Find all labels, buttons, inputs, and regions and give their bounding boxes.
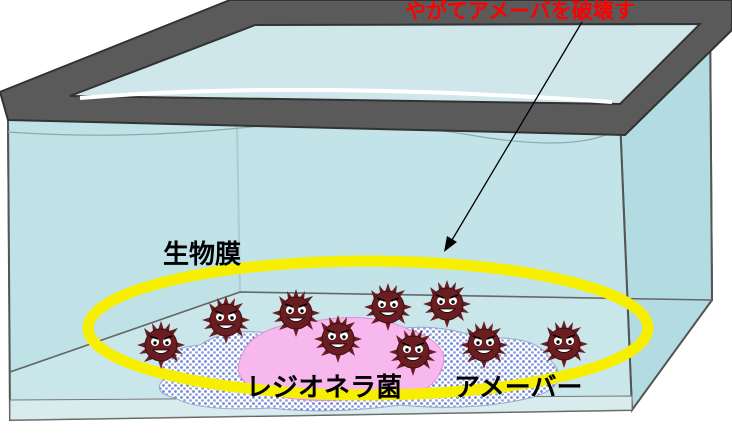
germ [539, 319, 589, 369]
germ [201, 295, 251, 345]
tank [0, 0, 732, 422]
germ [313, 314, 363, 364]
legionella-label: レジオネラ菌 [246, 373, 403, 403]
biofilm-ring [82, 255, 654, 401]
germ [459, 320, 509, 370]
pointer-arrow [444, 21, 583, 252]
germ [422, 279, 472, 329]
germ [363, 282, 413, 332]
germ [136, 320, 186, 370]
amoeba-label: アメーバー [454, 373, 583, 403]
top-caption: やがてアメーバを破壊す [405, 0, 635, 23]
germ [271, 288, 321, 338]
biofilm-label: 生物膜 [163, 240, 242, 270]
